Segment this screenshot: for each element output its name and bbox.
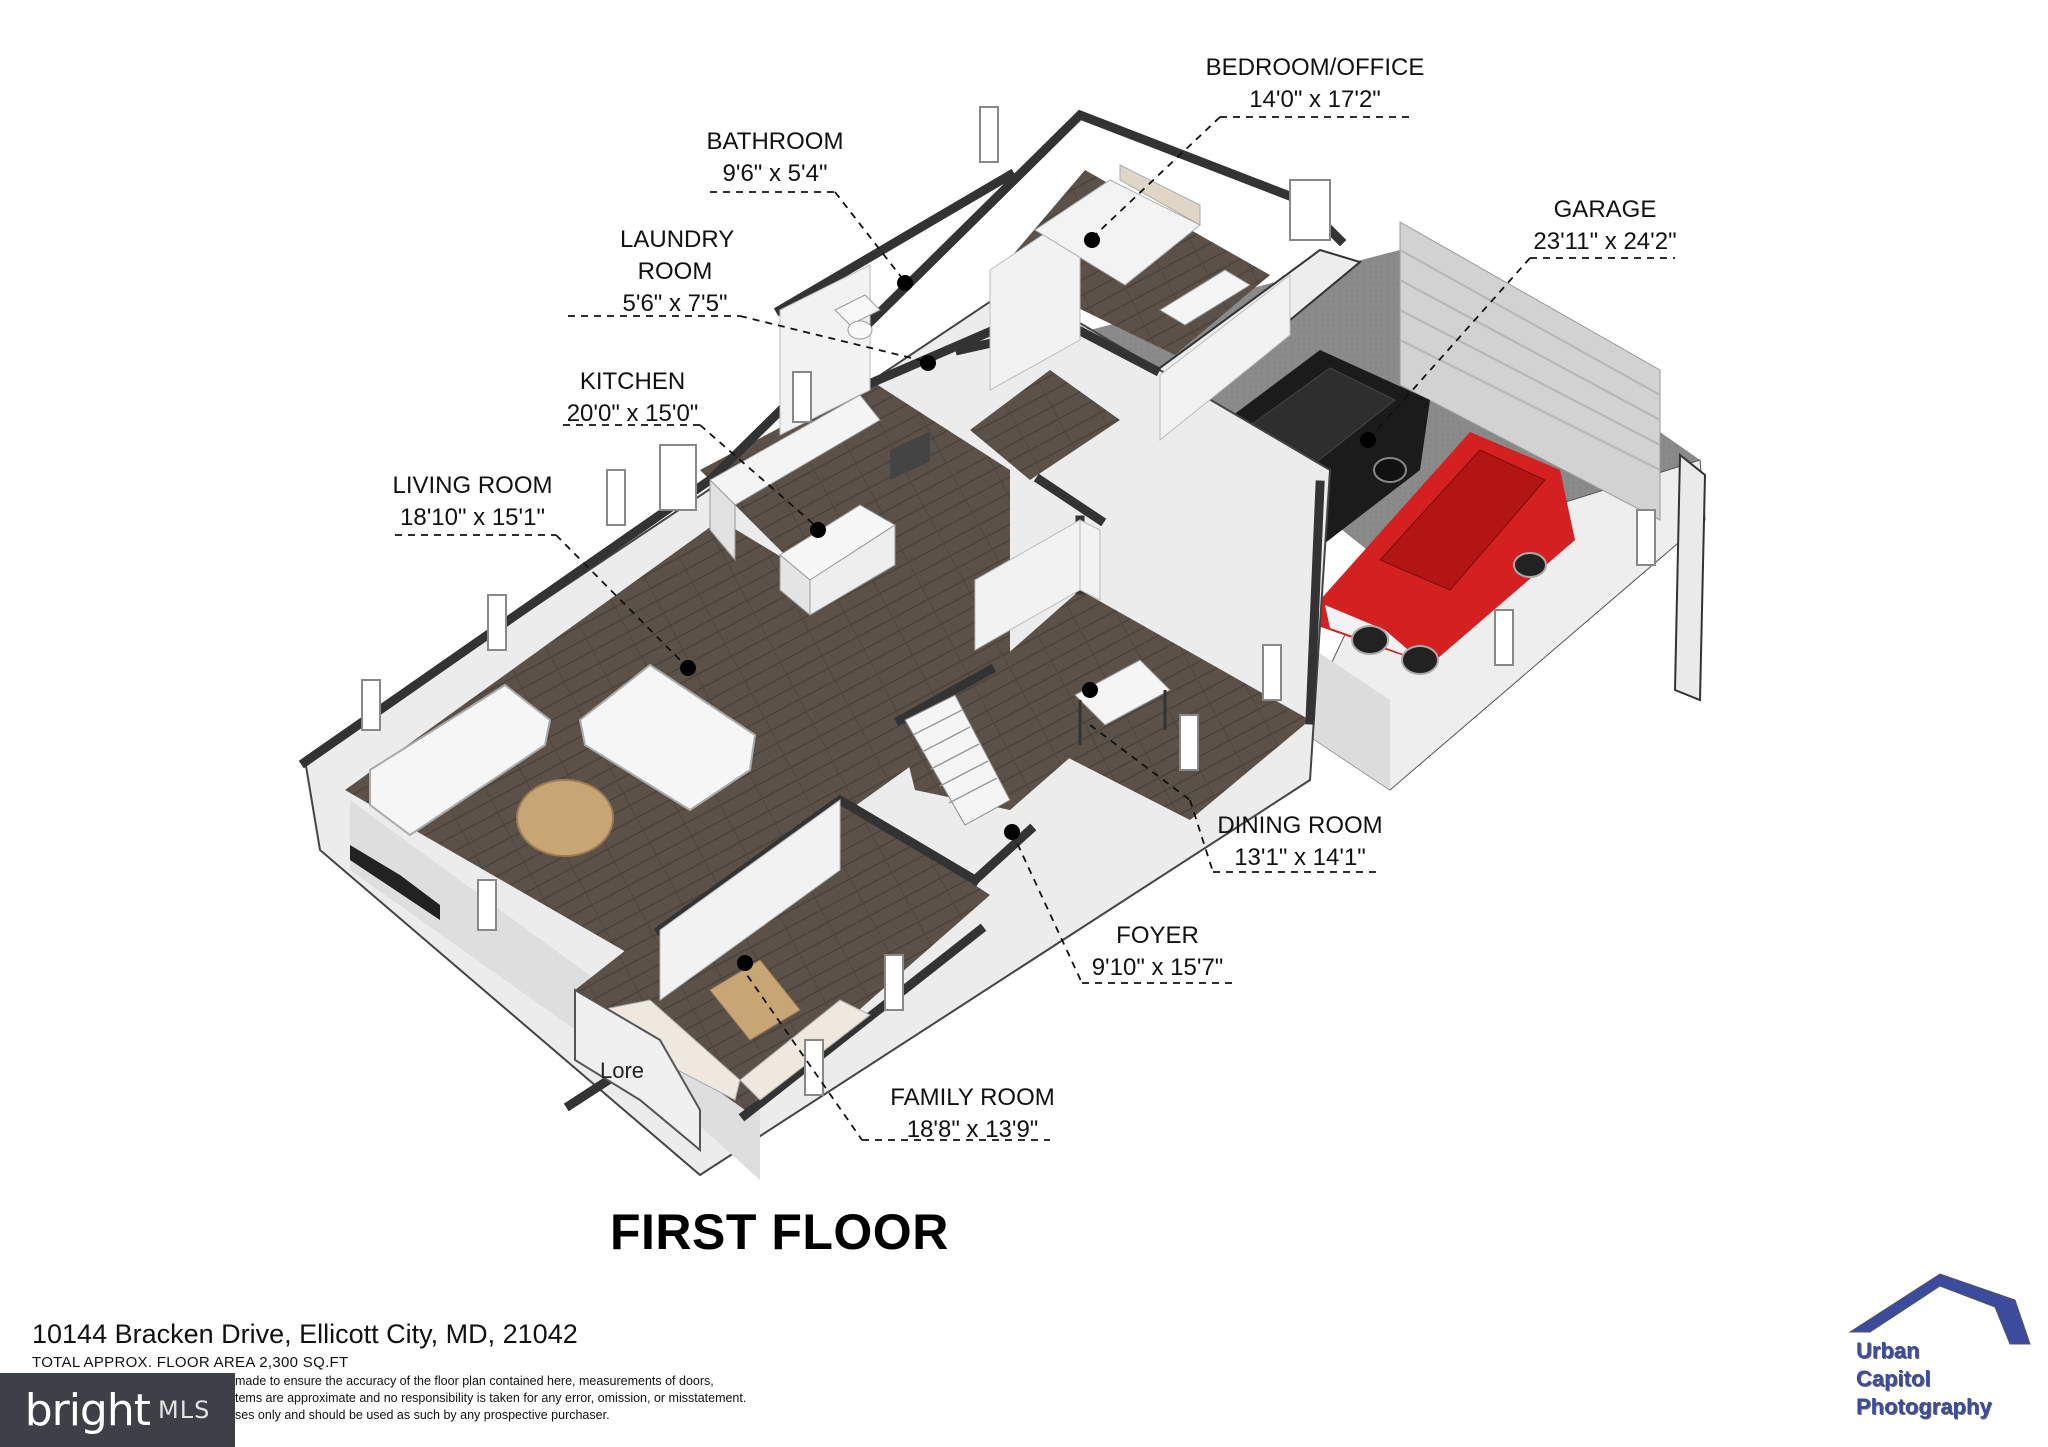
bed-icon bbox=[1034, 164, 1201, 286]
coffee-table-icon bbox=[516, 779, 614, 857]
windows bbox=[361, 106, 1656, 1096]
disclaimer-line: ses only and should be used as such by a… bbox=[235, 1408, 610, 1422]
room-dims: 9'6" x 5'4" bbox=[722, 160, 828, 187]
label-dining-room: DINING ROOM 13'1" x 14'1" bbox=[1205, 810, 1395, 874]
logo-line: Photography bbox=[1856, 1394, 1992, 1419]
roof-logo-icon bbox=[1848, 1273, 2031, 1345]
room-dims: 18'8" x 13'9" bbox=[906, 1116, 1039, 1143]
room-name: FOYER bbox=[1116, 922, 1199, 949]
room-dims: 5'6" x 7'5" bbox=[622, 290, 728, 317]
leader-lines bbox=[395, 116, 1675, 1141]
label-bathroom: BATHROOM 9'6" x 5'4" bbox=[680, 126, 870, 190]
red-car-icon bbox=[1315, 432, 1575, 675]
disclaimer-line: made to ensure the accuracy of the floor… bbox=[235, 1374, 714, 1388]
mls-suffix: MLS bbox=[158, 1396, 211, 1424]
label-kitchen: KITCHEN 20'0" x 15'0" bbox=[545, 366, 720, 430]
room-dims: 20'0" x 15'0" bbox=[566, 400, 699, 427]
room-name: DINING ROOM bbox=[1217, 812, 1383, 839]
total-floor-area: TOTAL APPROX. FLOOR AREA 2,300 SQ.FT bbox=[32, 1354, 349, 1371]
logo-line: Urban bbox=[1856, 1338, 1920, 1363]
room-name: LIVING ROOM bbox=[392, 472, 553, 499]
label-family-room: FAMILY ROOM 18'8" x 13'9" bbox=[880, 1082, 1065, 1146]
logo-text: Urban Capitol Photography bbox=[1856, 1337, 1992, 1421]
disclaimer-line: tems are approximate and no responsibili… bbox=[235, 1391, 747, 1405]
room-dims: 23'11" x 24'2" bbox=[1533, 228, 1677, 255]
property-address: 10144 Bracken Drive, Ellicott City, MD, … bbox=[32, 1319, 578, 1349]
room-name: BEDROOM/OFFICE bbox=[1205, 54, 1425, 81]
room-dims: 18'10" x 15'1" bbox=[400, 504, 545, 531]
floor-title: FIRST FLOOR bbox=[610, 1204, 949, 1260]
label-garage: GARAGE 23'11" x 24'2" bbox=[1510, 194, 1700, 258]
fireplace-icon bbox=[350, 845, 440, 920]
room-name: BATHROOM bbox=[706, 128, 844, 155]
room-dims: 14'0" x 17'2" bbox=[1249, 86, 1381, 113]
living-sofas bbox=[369, 663, 757, 837]
disclaimer: made to ensure the accuracy of the floor… bbox=[235, 1373, 1035, 1424]
desk-icon bbox=[1159, 269, 1251, 326]
kitchen-counters bbox=[709, 394, 930, 617]
room-name: KITCHEN bbox=[579, 368, 686, 395]
room-name: FAMILY ROOM bbox=[890, 1084, 1055, 1111]
bright-mls-badge: bright MLS bbox=[0, 1373, 235, 1447]
label-laundry-room: LAUNDRY ROOM 5'6" x 7'5" bbox=[585, 224, 765, 320]
bay-window bbox=[574, 988, 701, 1153]
label-foyer: FOYER 9'10" x 15'7" bbox=[1070, 920, 1245, 984]
stairs-icon bbox=[904, 694, 1011, 826]
label-bedroom-office: BEDROOM/OFFICE 14'0" x 17'2" bbox=[1200, 52, 1430, 116]
label-living-room: LIVING ROOM 18'10" x 15'1" bbox=[380, 470, 565, 534]
room-dims: 9'10" x 15'7" bbox=[1091, 954, 1224, 981]
stray-text: Lore bbox=[600, 1058, 645, 1083]
logo-line: Capitol bbox=[1856, 1366, 1931, 1391]
room-name: LAUNDRY ROOM bbox=[620, 226, 735, 285]
mls-brand: bright bbox=[24, 1384, 151, 1436]
room-name: GARAGE bbox=[1553, 196, 1657, 223]
room-dims: 13'1" x 14'1" bbox=[1234, 844, 1366, 871]
room-markers bbox=[680, 232, 1376, 971]
bathroom-fixtures bbox=[834, 294, 881, 340]
dining-table-icon bbox=[1074, 659, 1171, 745]
